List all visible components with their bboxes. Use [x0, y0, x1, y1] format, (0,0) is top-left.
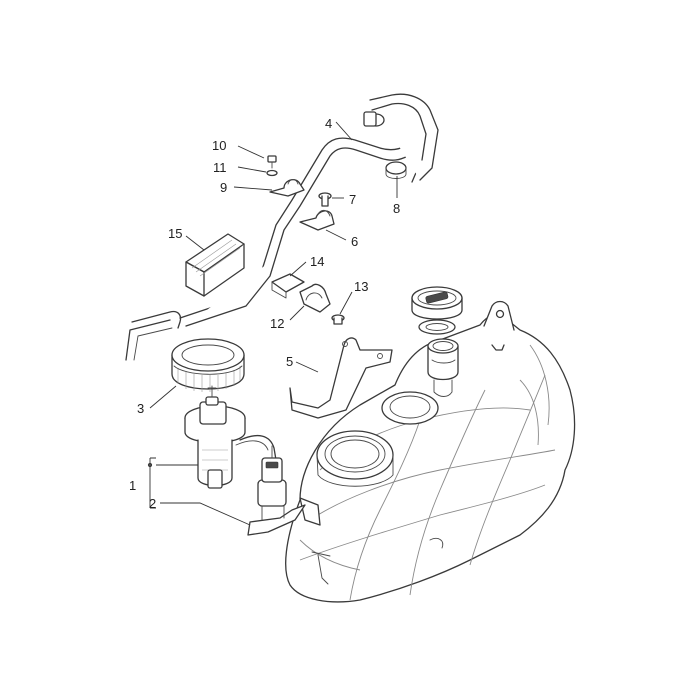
fuel-pipe	[125, 93, 439, 361]
spring-clip	[185, 233, 245, 297]
callout-13: 13	[354, 279, 368, 294]
callout-11: 11	[213, 160, 227, 175]
bracket-clamp	[299, 283, 331, 313]
fuel-pump-assembly	[184, 385, 277, 489]
callout-15: 15	[168, 226, 182, 241]
clamp	[269, 178, 305, 197]
tank-cover	[411, 286, 463, 335]
callout-1: 1	[129, 478, 136, 493]
callout-14: 14	[310, 254, 324, 269]
callout-2: 2	[149, 496, 156, 511]
callout-9: 9	[220, 180, 227, 195]
callout-7: 7	[349, 192, 356, 207]
pipe-clamp	[299, 209, 335, 231]
callout-labels: 1 2 3 4 5 6 7 8 9 10 11 12 13 14 15	[129, 116, 400, 511]
bracket-screw	[331, 314, 345, 325]
fuel-tank	[285, 300, 576, 603]
washer	[266, 169, 278, 177]
callout-3: 3	[137, 401, 144, 416]
fuel-filter	[247, 445, 306, 536]
callout-6: 6	[351, 234, 358, 249]
screw	[318, 192, 332, 207]
callout-8: 8	[393, 201, 400, 216]
leader-lines	[147, 121, 398, 526]
callout-10: 10	[212, 138, 226, 153]
callout-4: 4	[325, 116, 332, 131]
bolt	[267, 155, 277, 169]
breather-clip	[385, 161, 407, 179]
filler-neck	[427, 338, 459, 397]
bracket	[289, 337, 393, 419]
pump-ring-nut	[171, 338, 245, 392]
callout-5: 5	[286, 354, 293, 369]
callout-12: 12	[270, 316, 284, 331]
spring-clip-14	[271, 273, 305, 299]
